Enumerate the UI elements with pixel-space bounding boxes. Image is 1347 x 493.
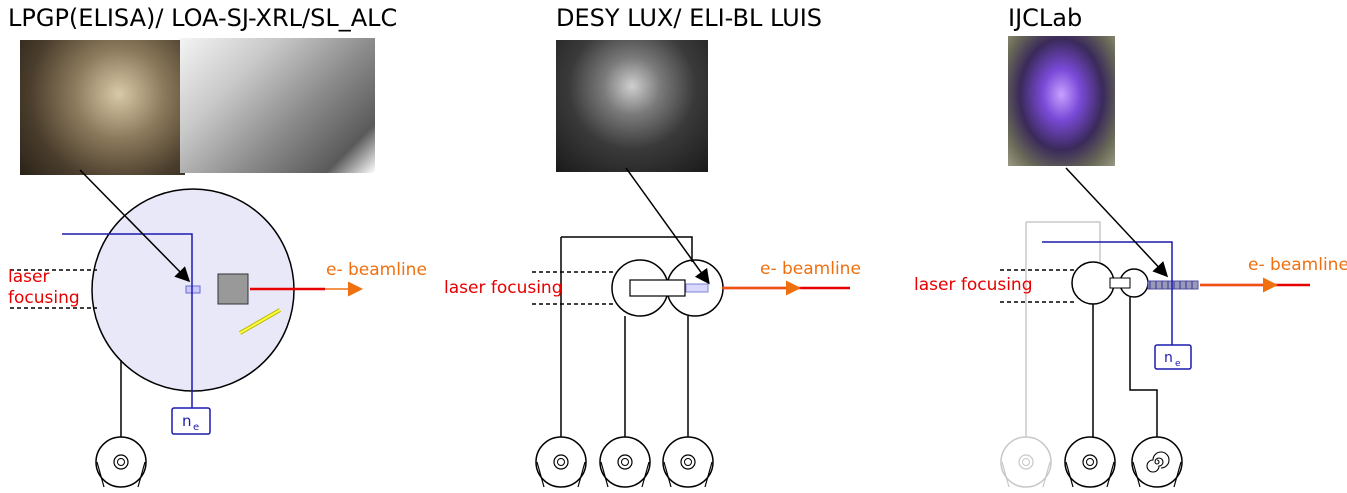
cell-photo-right bbox=[1008, 36, 1115, 166]
vacuum-pump-icon bbox=[1064, 436, 1116, 488]
left-density-box bbox=[171, 407, 211, 435]
left-laser-label-1: laser bbox=[8, 267, 49, 287]
left-laser-label-2: focusing bbox=[8, 288, 80, 308]
panel-left-title: LPGP(ELISA)/ LOA-SJ-XRL/SL_ALC bbox=[8, 4, 398, 32]
left-gas-cell bbox=[185, 285, 201, 294]
left-density-line bbox=[62, 233, 193, 408]
left-grey-block bbox=[217, 273, 249, 305]
right-panel-diagram: n e laser focusing e- beamline bbox=[914, 167, 1347, 488]
vacuum-pump-icon bbox=[1000, 436, 1052, 488]
vacuum-pump-icon bbox=[95, 436, 147, 488]
right-gas-cell bbox=[1147, 280, 1199, 290]
left-density-label: n bbox=[182, 412, 192, 430]
right-density-sub: e bbox=[1175, 359, 1181, 369]
panel-middle-title: DESY LUX/ ELI-BL LUIS bbox=[556, 4, 823, 32]
vacuum-pump-icon bbox=[662, 436, 714, 488]
middle-panel-diagram: laser focusing e- beamline bbox=[444, 167, 861, 488]
middle-beamline-label: e- beamline bbox=[760, 259, 861, 279]
right-beamline-label: e- beamline bbox=[1248, 255, 1347, 275]
middle-laser-label: laser focusing bbox=[444, 278, 563, 298]
right-density-line bbox=[1042, 241, 1173, 345]
panel-right-title: IJCLab bbox=[1008, 4, 1083, 32]
right-chamber-1 bbox=[1071, 261, 1115, 305]
vacuum-pump-icon bbox=[599, 436, 651, 488]
right-density-box bbox=[1154, 344, 1192, 370]
right-laser-label: laser focusing bbox=[914, 275, 1033, 295]
left-density-sub: e bbox=[193, 422, 199, 433]
scroll-pump-icon bbox=[1131, 436, 1183, 488]
gas-cell-photo-left-b bbox=[180, 38, 375, 173]
capillary-photo-middle bbox=[556, 40, 708, 172]
right-density-label: n bbox=[1164, 350, 1173, 366]
left-panel-diagram: n e laser focusing e- beamline bbox=[8, 169, 427, 488]
vacuum-pump-icon bbox=[535, 436, 587, 488]
gas-cell-photo-left-a bbox=[20, 40, 185, 175]
left-beamline-label: e- beamline bbox=[326, 260, 427, 280]
left-pointer-arrow bbox=[79, 169, 191, 283]
middle-capillary bbox=[685, 283, 709, 293]
